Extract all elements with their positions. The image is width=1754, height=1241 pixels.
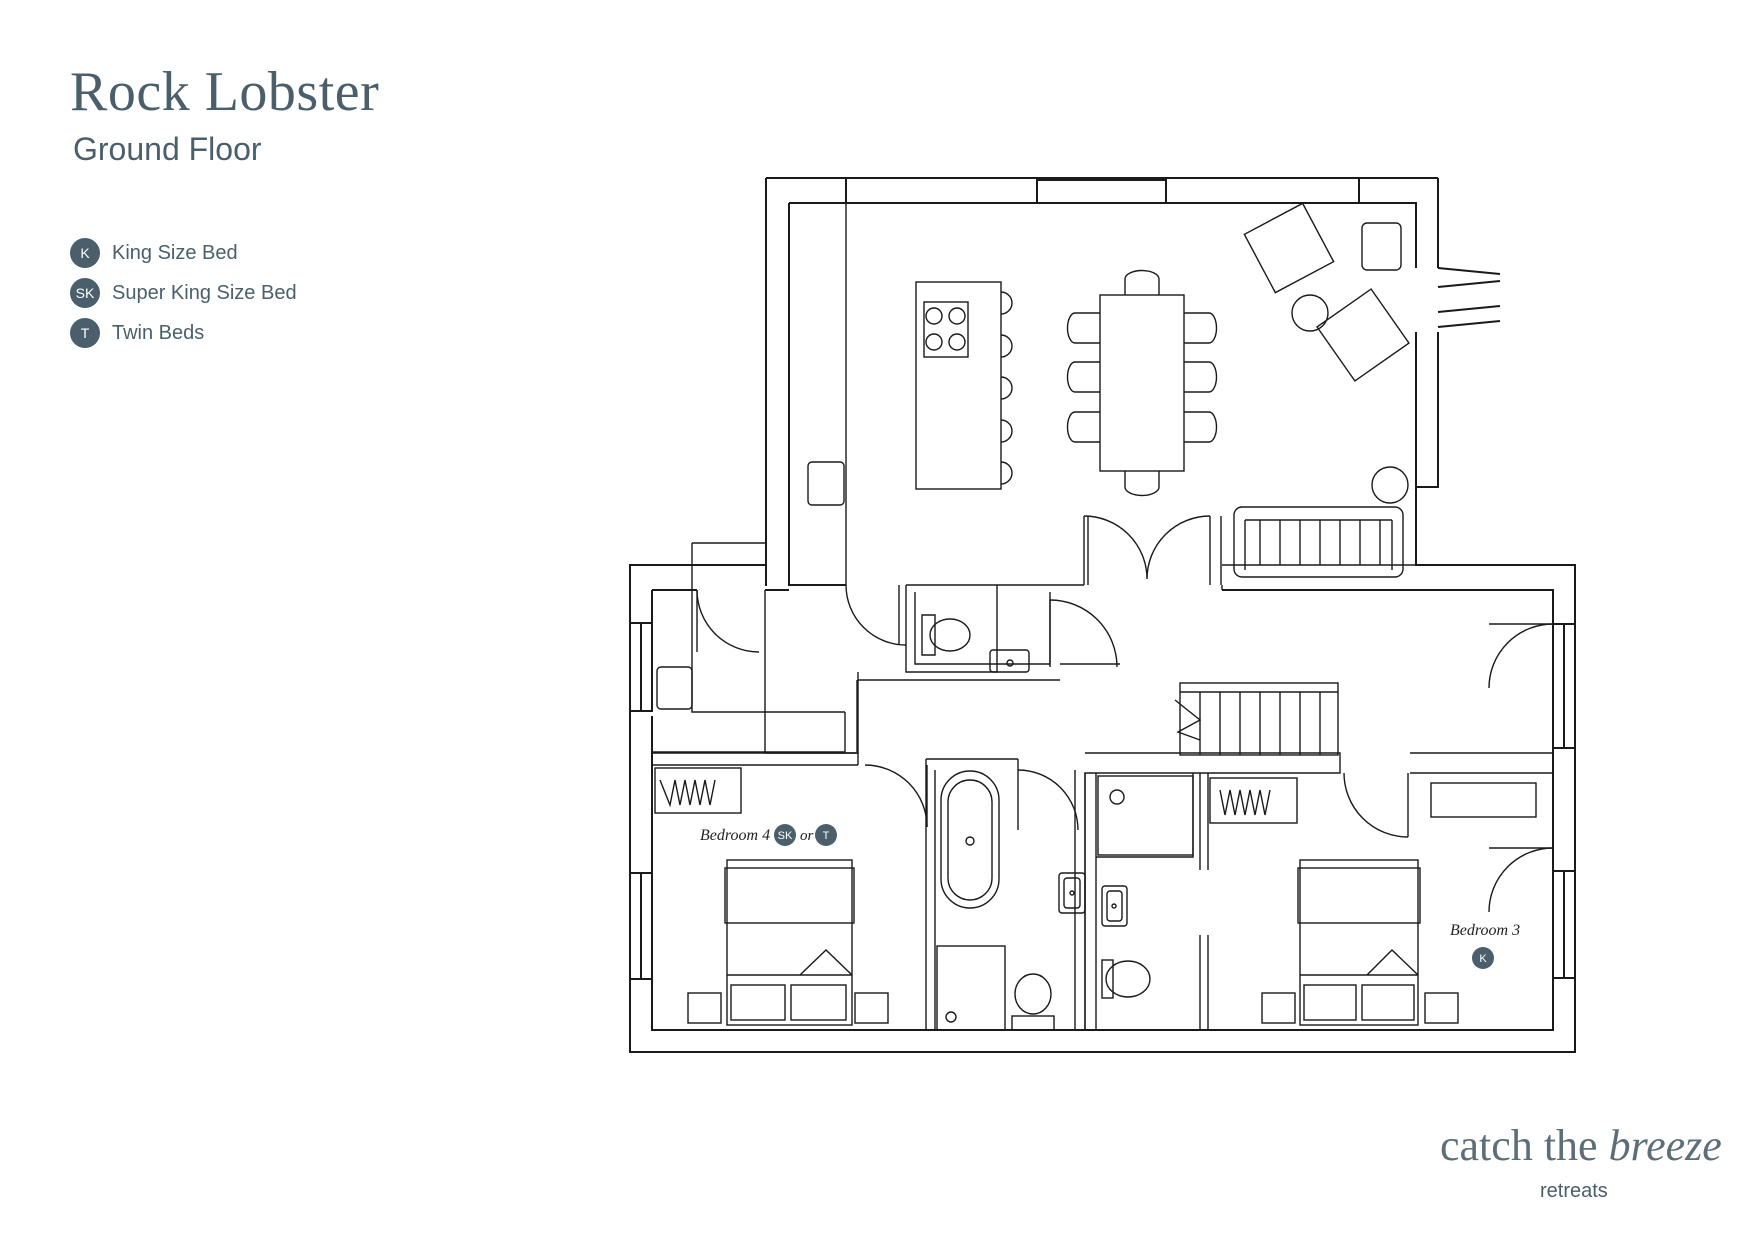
or-text: or [800,828,814,844]
brand-subtitle: retreats [1540,1180,1608,1202]
bedroom-3-label: Bedroom 3 K [1450,922,1520,969]
main-bathroom [936,770,1086,1031]
super-king-badge-icon [774,824,796,846]
legend-label: King Size Bed [112,241,238,264]
staircase [1174,682,1339,756]
twin-badge-icon: T [70,318,100,348]
brand-prefix: catch the [1440,1121,1609,1170]
bed-legend: K King Size Bed SK Super King Size Bed T… [70,233,297,353]
ensuite [1097,775,1194,999]
cloakroom-wc [921,614,1030,673]
badge-text: K [1479,953,1487,965]
brand-wordmark: catch the breeze [1440,1120,1722,1171]
legend-item-twin: T Twin Beds [70,313,297,353]
king-badge-icon: K [70,238,100,268]
bedroom-4-label: Bedroom 4 SK or T [700,824,837,846]
badge-text: SK [778,830,793,842]
badge-text: T [823,830,830,842]
page-title: Rock Lobster [70,61,380,123]
legend-label: Twin Beds [112,321,205,344]
brand-italic: breeze [1608,1121,1722,1170]
legend-item-king: K King Size Bed [70,233,297,273]
legend-item-super-king: SK Super King Size Bed [70,273,297,313]
brand-logo: catch the breeze retreats [1440,1120,1730,1220]
king-badge-icon [1472,947,1494,969]
legend-label: Super King Size Bed [112,281,297,304]
door-swings [696,515,1554,913]
dining-table [1066,269,1218,497]
room-label: Bedroom 3 [1450,922,1520,939]
kitchen-island [656,281,1013,710]
bedroom-4-furniture [654,767,889,1026]
twin-badge-icon [815,824,837,846]
living-furniture [1233,202,1410,578]
room-label: Bedroom 4 [700,827,770,844]
floor-subtitle: Ground Floor [73,131,262,167]
bedroom-3-furniture [1209,777,1537,1026]
super-king-badge-icon: SK [70,278,100,308]
